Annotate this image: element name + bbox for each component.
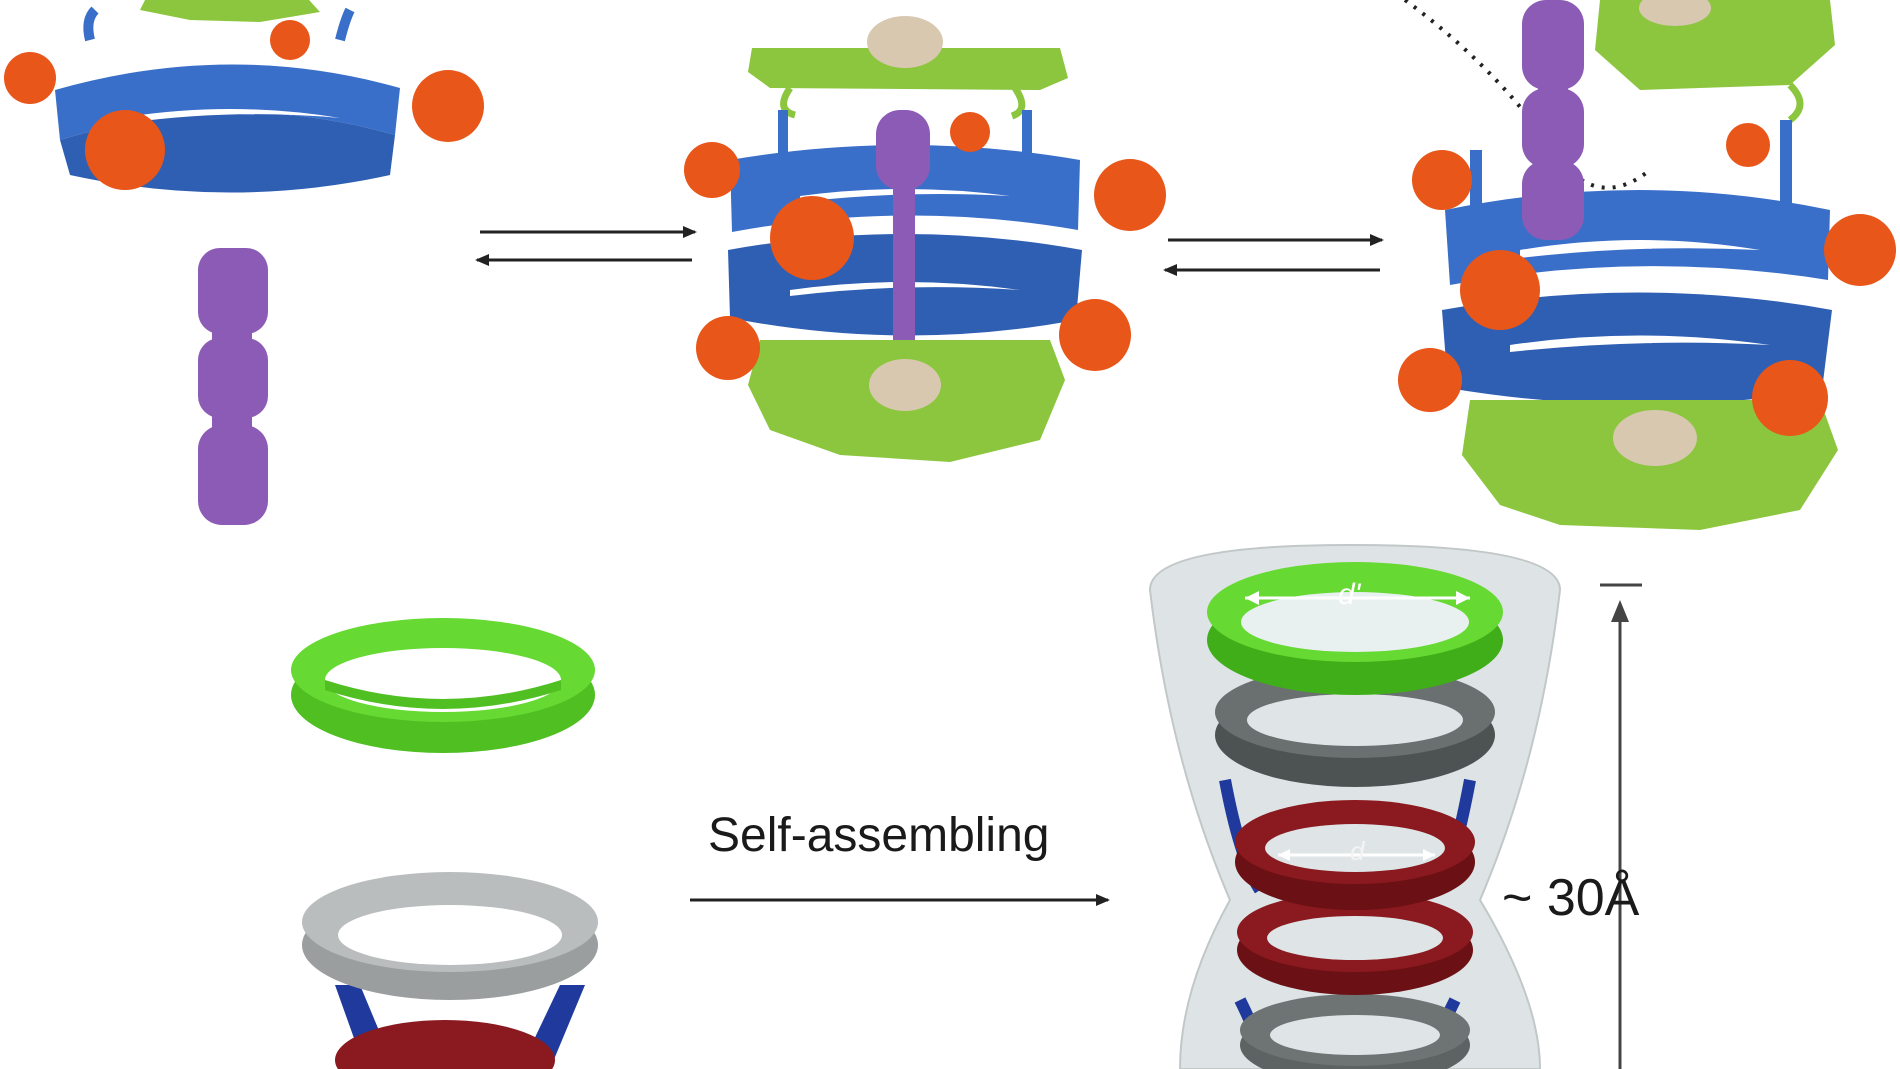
- green-ring-component: [291, 618, 595, 753]
- knob-orange: [4, 52, 56, 104]
- equilibrium-arrows-2: [1163, 234, 1384, 276]
- knob-orange: [1398, 348, 1462, 412]
- dimension-d: [1278, 849, 1435, 861]
- knob-orange: [1726, 123, 1770, 167]
- knob-orange: [770, 196, 854, 280]
- ball: [869, 359, 941, 411]
- d-label: d: [1350, 836, 1365, 866]
- knob-orange: [412, 70, 484, 142]
- knob-orange: [950, 112, 990, 152]
- ball: [867, 16, 943, 68]
- host-macrocycle-left: [4, 0, 484, 193]
- guest-molecule-left: [198, 248, 268, 525]
- knob-orange: [696, 316, 760, 380]
- height-label: ~ 30Å: [1502, 869, 1640, 927]
- d-prime-label: d': [1338, 578, 1361, 611]
- dimension-d-prime: [1245, 591, 1470, 605]
- knob-orange: [684, 142, 740, 198]
- knob-orange: [1094, 159, 1166, 231]
- knob-orange: [1412, 150, 1472, 210]
- knob-orange: [1824, 214, 1896, 286]
- assembled-channel: [1148, 543, 1562, 1069]
- ball: [1639, 0, 1711, 26]
- self-assembling-label: Self-assembling: [708, 809, 1050, 862]
- stacked-ring-component: [302, 872, 598, 1069]
- equilibrium-arrows-1: [475, 226, 697, 266]
- knob-orange: [85, 110, 165, 190]
- ball: [1613, 410, 1697, 466]
- knob-orange: [1460, 250, 1540, 330]
- host-guest-complex-center: [684, 16, 1166, 462]
- knob-orange: [1752, 360, 1828, 436]
- knob-orange: [1059, 299, 1131, 371]
- knob-orange: [270, 20, 310, 60]
- height-dimension: [1600, 583, 1642, 1069]
- threaded-complex-right: [1398, 0, 1896, 530]
